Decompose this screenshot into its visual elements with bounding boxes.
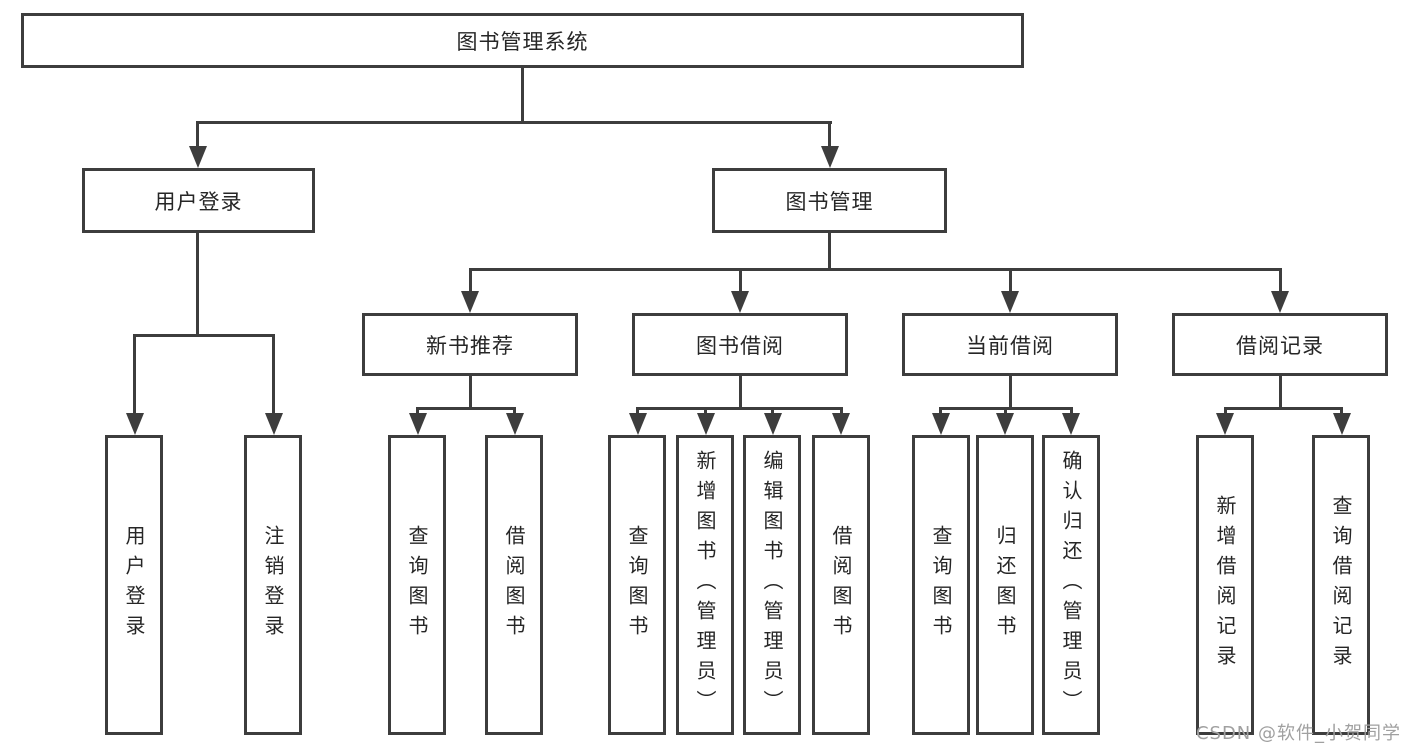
connector-drop-section [1009, 268, 1012, 293]
arrow-down-icon [1271, 291, 1289, 313]
connector-drop-section [739, 268, 742, 293]
leaf-edit-books-admin: 编辑图书（管理员） [743, 435, 801, 735]
connector-drop-leaf [1004, 407, 1007, 415]
connector-mgmt-trunk [828, 233, 831, 270]
connector-root-trunk [521, 68, 524, 123]
connector-drop-leaf [636, 407, 639, 415]
arrow-down-icon [1001, 291, 1019, 313]
arrow-down-icon [1062, 413, 1080, 435]
connector-drop-user-login [196, 121, 199, 148]
leaf-query-books-borrowing: 查询图书 [608, 435, 666, 735]
arrow-down-icon [629, 413, 647, 435]
connector-drop-section [469, 268, 472, 293]
connector-mgmt-bar [469, 268, 1282, 271]
arrow-down-icon [832, 413, 850, 435]
connector-drop-leaf [840, 407, 843, 415]
leaf-query-books-current: 查询图书 [912, 435, 970, 735]
arrow-down-icon [697, 413, 715, 435]
connector-drop-leaf [272, 334, 275, 415]
leaf-logout: 注销登录 [244, 435, 302, 735]
csdn-watermark: CSDN @软件_小贺同学 [1195, 723, 1401, 744]
connector-bar [1224, 407, 1342, 410]
connector-drop-leaf [1340, 407, 1343, 415]
node-book-management: 图书管理 [712, 168, 947, 233]
connector-trunk [1279, 376, 1282, 409]
leaf-confirm-return-admin: 确认归还（管理员） [1042, 435, 1100, 735]
leaf-query-borrow-record: 查询借阅记录 [1312, 435, 1370, 735]
connector-drop-leaf [416, 407, 419, 415]
connector-drop-book-mgmt [828, 121, 831, 148]
connector-drop-leaf [133, 334, 136, 415]
connector-drop-leaf [771, 407, 774, 415]
node-borrowing-records: 借阅记录 [1172, 313, 1388, 376]
leaf-add-borrow-record: 新增借阅记录 [1196, 435, 1254, 735]
node-new-book-recommend: 新书推荐 [362, 313, 578, 376]
arrow-down-icon [506, 413, 524, 435]
arrow-down-icon [1216, 413, 1234, 435]
connector-trunk [469, 376, 472, 409]
arrow-down-icon [126, 413, 144, 435]
arrow-down-icon [731, 291, 749, 313]
arrow-down-icon [764, 413, 782, 435]
leaf-query-books-recommend: 查询图书 [388, 435, 446, 735]
connector-trunk [739, 376, 742, 409]
connector-bar [416, 407, 516, 410]
connector-drop-leaf [1070, 407, 1073, 415]
connector-login-trunk [196, 233, 199, 336]
connector-drop-leaf [1224, 407, 1227, 415]
connector-drop-leaf [704, 407, 707, 415]
arrow-down-icon [821, 146, 839, 168]
node-library-system: 图书管理系统 [21, 13, 1024, 68]
leaf-borrow-books-recommend: 借阅图书 [485, 435, 543, 735]
leaf-return-books: 归还图书 [976, 435, 1034, 735]
connector-login-bar [133, 334, 275, 337]
connector-trunk [1009, 376, 1012, 409]
arrow-down-icon [932, 413, 950, 435]
connector-drop-leaf [939, 407, 942, 415]
arrow-down-icon [189, 146, 207, 168]
arrow-down-icon [265, 413, 283, 435]
connector-root-bar [196, 121, 832, 124]
arrow-down-icon [461, 291, 479, 313]
arrow-down-icon [409, 413, 427, 435]
node-current-borrowing: 当前借阅 [902, 313, 1118, 376]
arrow-down-icon [996, 413, 1014, 435]
connector-drop-leaf [513, 407, 516, 415]
connector-bar [636, 407, 842, 410]
node-book-borrowing: 图书借阅 [632, 313, 848, 376]
leaf-borrow-books: 借阅图书 [812, 435, 870, 735]
arrow-down-icon [1333, 413, 1351, 435]
leaf-user-login: 用户登录 [105, 435, 163, 735]
node-user-login: 用户登录 [82, 168, 315, 233]
connector-drop-section [1279, 268, 1282, 293]
leaf-add-books-admin: 新增图书（管理员） [676, 435, 734, 735]
